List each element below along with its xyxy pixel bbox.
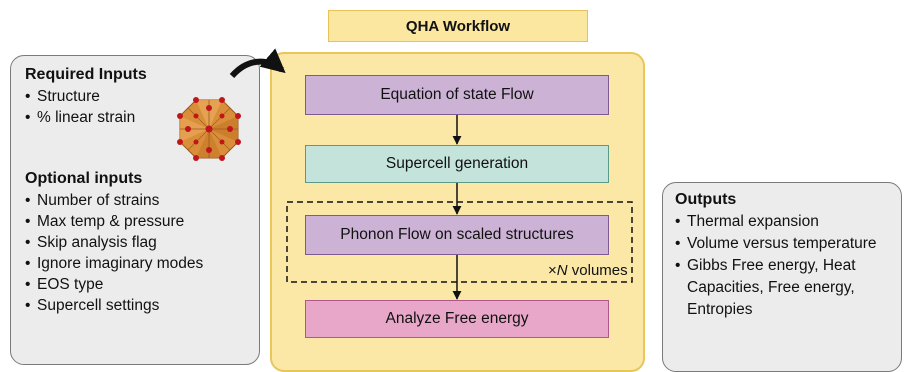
list-item: Thermal expansion: [675, 211, 889, 233]
repeat-suffix: volumes: [567, 262, 628, 279]
outputs-heading: Outputs: [675, 191, 737, 208]
outputs-panel: Outputs Thermal expansion Volume versus …: [662, 182, 902, 372]
list-item: Max temp & pressure: [25, 211, 245, 232]
phonon-flow-step: Phonon Flow on scaled structures: [305, 215, 609, 255]
list-item: EOS type: [25, 274, 245, 295]
list-item: Volume versus temperature: [675, 233, 889, 255]
outputs-list: Thermal expansion Volume versus temperat…: [675, 211, 889, 321]
inputs-panel: Required Inputs Structure % linear strai…: [10, 55, 260, 365]
optional-inputs-heading: Optional inputs: [25, 170, 143, 187]
list-item: Number of strains: [25, 190, 245, 211]
list-item: % linear strain: [25, 107, 245, 128]
list-item: Gibbs Free energy, Heat Capacities, Free…: [675, 255, 889, 321]
list-item: Ignore imaginary modes: [25, 253, 245, 274]
eos-flow-step: Equation of state Flow: [305, 75, 609, 115]
repeat-volumes-label: ×N volumes: [548, 262, 628, 279]
list-item: Structure: [25, 86, 245, 107]
repeat-prefix: ×: [548, 262, 557, 279]
required-inputs-list: Structure % linear strain: [25, 86, 245, 128]
optional-inputs-list: Number of strains Max temp & pressure Sk…: [25, 190, 245, 316]
supercell-generation-step: Supercell generation: [305, 145, 609, 183]
workflow-title: QHA Workflow: [328, 10, 588, 42]
list-item: Skip analysis flag: [25, 232, 245, 253]
list-item: Supercell settings: [25, 295, 245, 316]
repeat-variable: N: [556, 262, 568, 279]
required-inputs-heading: Required Inputs: [25, 66, 147, 83]
analyze-free-energy-step: Analyze Free energy: [305, 300, 609, 338]
